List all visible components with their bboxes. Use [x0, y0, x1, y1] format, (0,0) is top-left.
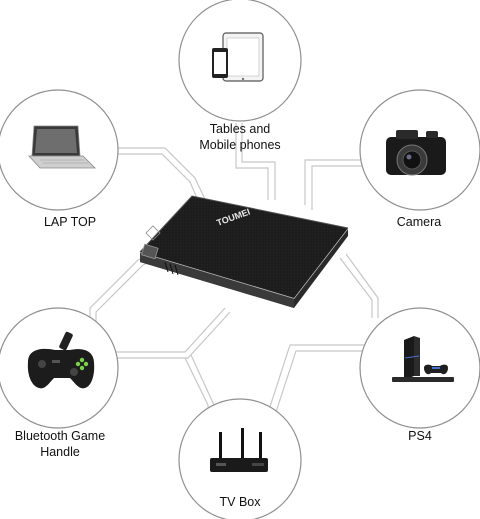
tablet-label-line2: Mobile phones	[199, 138, 281, 152]
laptop-icon	[28, 125, 96, 169]
camera-label-text: Camera	[396, 215, 442, 229]
tablet-label-line1: Tables and	[209, 122, 271, 136]
gamepad-label-line2: Handle	[40, 445, 80, 459]
projector-icon	[139, 195, 349, 308]
ps4-label: PS4	[345, 428, 480, 444]
laptop-label: LAP TOP	[0, 214, 145, 230]
laptop-label-text: LAP TOP	[43, 215, 97, 229]
tvbox-label-text: TV Box	[219, 495, 261, 509]
game-console-icon	[392, 336, 454, 382]
gamepad-icon	[27, 331, 95, 389]
ps4-label-text: PS4	[408, 429, 432, 443]
gamepad-label-line1: Bluetooth Game	[14, 429, 106, 443]
tablet-phone-label: Tables and Mobile phones	[165, 121, 315, 153]
router-icon	[210, 428, 268, 472]
connector-lines	[89, 123, 379, 420]
camera-icon	[386, 130, 446, 176]
tvbox-label: TV Box	[165, 494, 315, 510]
tablet-phone-icon	[212, 32, 264, 82]
camera-label: Camera	[344, 214, 480, 230]
gamepad-label: Bluetooth Game Handle	[0, 428, 135, 460]
